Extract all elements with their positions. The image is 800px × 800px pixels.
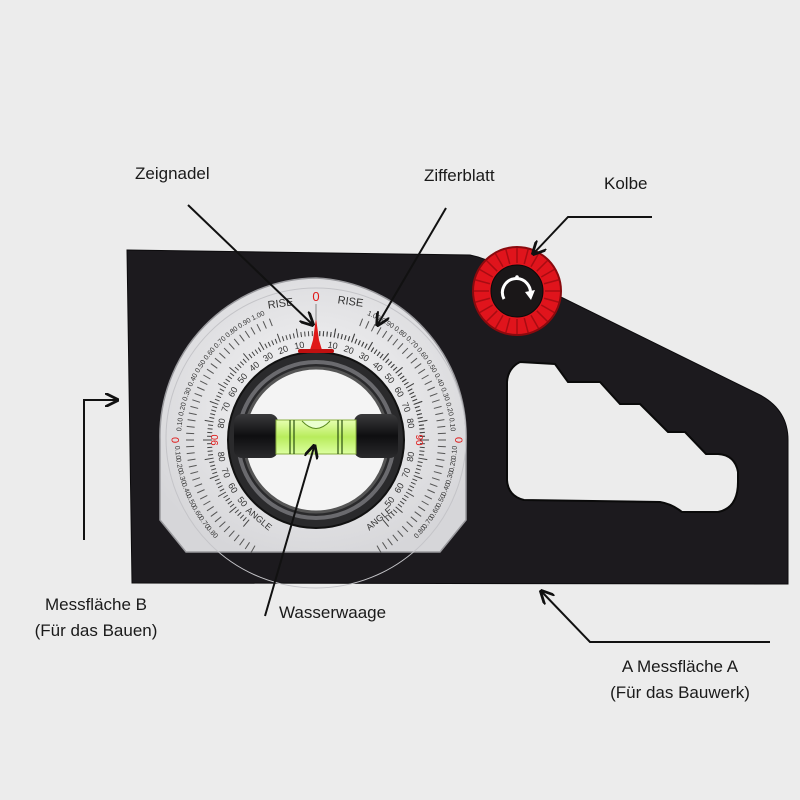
svg-text:80: 80 [216,451,228,463]
svg-text:70: 70 [219,466,232,479]
side-zero-left: 0 [170,437,182,443]
pointer-base [298,349,334,353]
spirit-level-vial [234,414,398,458]
kolbe-arrow [534,216,652,253]
label-zifferblatt: Zifferblatt [424,166,495,185]
rotate-arrow-icon [500,277,532,300]
svg-text:70: 70 [400,466,413,479]
svg-text:0.30: 0.30 [176,470,186,485]
svg-text:0.10: 0.10 [176,417,185,431]
messflaeche-b-arrow [83,400,116,540]
svg-text:30: 30 [357,350,371,364]
svg-text:50: 50 [382,495,396,509]
svg-text:0.10: 0.10 [173,446,181,460]
svg-text:0.40: 0.40 [180,482,191,497]
svg-text:0.30: 0.30 [182,387,193,402]
svg-text:60: 60 [226,481,240,495]
svg-text:10: 10 [327,340,339,352]
handle-cutout [506,360,739,513]
pointer-needle [310,318,322,350]
wasserwaage-arrow [264,447,314,617]
svg-text:0.30: 0.30 [445,470,455,485]
svg-text:20: 20 [277,343,290,356]
svg-text:50: 50 [382,371,396,385]
svg-text:0.10: 0.10 [447,417,456,431]
svg-text:50: 50 [235,371,249,385]
dial-outer-ring [165,287,467,589]
svg-text:80: 80 [216,418,228,430]
svg-text:0.10: 0.10 [451,445,459,459]
svg-text:20: 20 [342,343,355,356]
adjustment-knob[interactable] [472,246,562,336]
svg-text:80: 80 [405,451,417,463]
svg-text:0.30: 0.30 [439,387,450,402]
svg-text:30: 30 [261,350,275,364]
svg-text:50: 50 [235,495,249,509]
messflaeche-a-subtitle: (Für das Bauwerk) [610,683,750,702]
svg-text:0.40: 0.40 [441,482,452,497]
label-kolbe: Kolbe [604,174,648,193]
ninety-right: 90 [413,434,424,446]
svg-text:40: 40 [371,359,385,373]
ninety-left: 90 [210,434,221,446]
svg-text:0.20: 0.20 [444,402,454,417]
svg-text:70: 70 [219,401,232,414]
svg-text:0.20: 0.20 [449,458,458,473]
label-wasserwaage: Wasserwaage [279,603,387,622]
svg-text:60: 60 [226,385,240,399]
svg-text:40: 40 [247,359,261,373]
svg-text:0.20: 0.20 [174,458,183,473]
zero-mark: 0 [312,289,319,304]
svg-text:10: 10 [294,340,306,352]
label-zeignadel: Zeignadel [135,164,210,183]
label-messflaeche-b: Messfläche B (Für das Bauen) [6,594,186,642]
label-messflaeche-a: A Messfläche A (Für das Bauwerk) [580,656,780,704]
messflaeche-b-title: Messfläche B [44,595,148,614]
messflaeche-a-arrow [542,592,770,643]
svg-text:70: 70 [400,401,413,414]
svg-text:60: 60 [392,385,406,399]
dial-tick-marks [186,318,446,553]
rise-label-right: RISE [337,294,364,309]
side-zero-right: 0 [452,437,464,443]
messflaeche-a-title: A Messfläche A [621,657,739,676]
messflaeche-b-subtitle: (Für das Bauen) [34,621,158,640]
svg-text:0.20: 0.20 [178,402,188,417]
svg-text:60: 60 [392,481,406,495]
zifferblatt-arrow [378,207,447,324]
svg-text:80: 80 [405,418,417,430]
zeignadel-arrow [187,204,312,324]
